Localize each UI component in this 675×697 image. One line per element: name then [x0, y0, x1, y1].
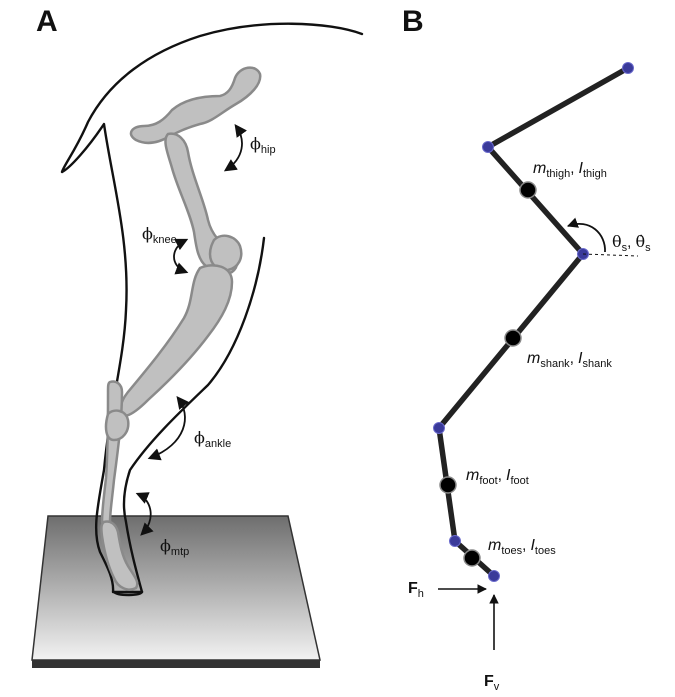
com-foot	[440, 477, 456, 493]
panel-label-a: A	[36, 5, 58, 39]
force-label-h: Fh	[408, 581, 424, 600]
com-toes	[464, 550, 480, 566]
segment-label-shank: mshank, Ishank	[527, 351, 612, 370]
joint-mtp	[450, 536, 461, 547]
panel-label-b: B	[402, 5, 424, 39]
angle-label-mtp: ϕmtp	[160, 538, 189, 558]
angle-label-ankle: ϕankle	[194, 430, 231, 450]
joint-pelvis	[623, 63, 634, 74]
segment-label-foot: mfoot, Ifoot	[466, 468, 529, 487]
force-label-v: Fv	[484, 674, 499, 693]
joint-hip	[483, 142, 494, 153]
angle-label-knee: ϕknee	[142, 226, 177, 246]
com-thigh	[520, 182, 536, 198]
tibia-bone	[121, 265, 232, 416]
theta-label: θs, θ̇s	[612, 234, 651, 254]
theta-reference-line	[583, 254, 638, 256]
pelvis-bone	[131, 68, 260, 143]
segment-label-thigh: mthigh, Ithigh	[533, 161, 607, 180]
joint-ankle	[434, 423, 445, 434]
panel-a-drawing	[32, 24, 362, 668]
joint-toe-tip	[489, 571, 500, 582]
segment-label-toes: mtoes, Itoes	[488, 538, 556, 557]
theta-arc	[568, 224, 605, 252]
angle-label-hip: ϕhip	[250, 136, 276, 156]
com-shank	[505, 330, 521, 346]
pelvis-link	[488, 68, 628, 147]
